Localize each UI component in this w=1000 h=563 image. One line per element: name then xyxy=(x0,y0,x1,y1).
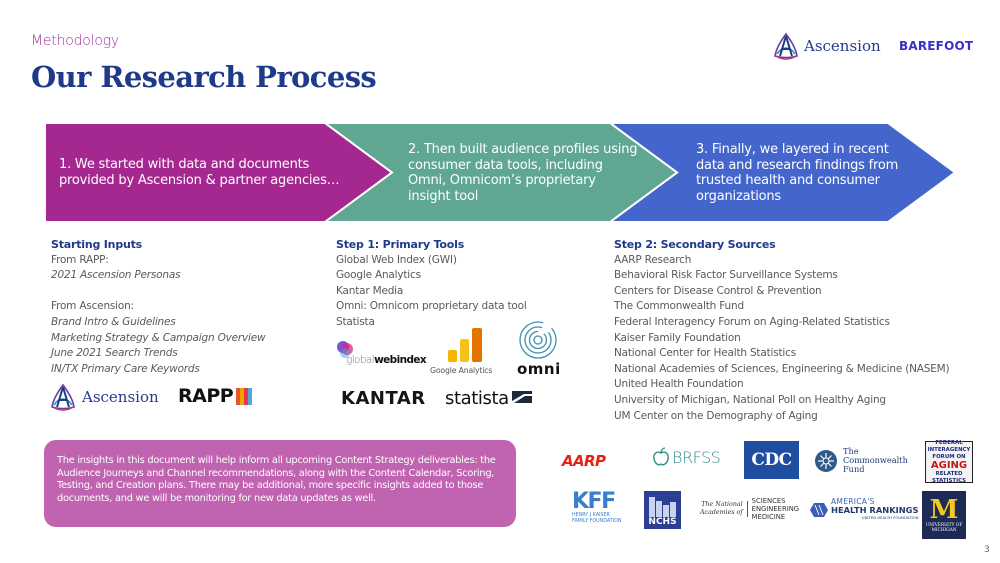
source-item: Federal Interagency Forum on Aging-Relat… xyxy=(614,315,890,328)
ascension-logo-header: Ascension xyxy=(773,32,881,60)
tool-item: Google Analytics xyxy=(336,269,421,282)
nchs-bars-icon xyxy=(648,497,676,517)
primary-tools-column: Step 1: Primary Tools Global Web Index (… xyxy=(336,237,576,331)
google-analytics-wordmark: Google Analytics xyxy=(430,366,493,375)
fifars-logo: FEDERAL INTERAGENCY FORUM ON AGING RELAT… xyxy=(925,440,973,484)
page-title: Our Research Process xyxy=(31,60,377,94)
insights-note: The insights in this document will help … xyxy=(44,440,516,527)
tool-item: Kantar Media xyxy=(336,284,404,297)
rapp-bars-icon xyxy=(236,387,253,405)
commonwealth-wordmark: The Commonwealth Fund xyxy=(843,446,908,474)
barefoot-logo: BAREFOOT xyxy=(899,39,974,53)
kff-wordmark: KFF xyxy=(572,489,616,514)
tool-item: Statista xyxy=(336,315,375,328)
input-item: 2021 Ascension Personas xyxy=(51,269,181,282)
gwi-wordmark: globalwebindex xyxy=(346,354,427,366)
source-item: University of Michigan, National Poll on… xyxy=(614,393,886,406)
ascension-wordmark: Ascension xyxy=(82,388,159,406)
source-item: United Health Foundation xyxy=(614,378,744,391)
rapp-logo: RAPP xyxy=(178,385,253,407)
nchs-wordmark: NCHS xyxy=(648,517,677,527)
gwi-circles-icon xyxy=(337,341,353,358)
brfss-apple-icon xyxy=(653,447,669,466)
aarp-logo: AARP xyxy=(562,452,606,470)
ascension-logo: Ascension xyxy=(50,382,159,412)
omni-wordmark: omni xyxy=(517,360,561,378)
ahr-hex-icon xyxy=(810,503,828,517)
secondary-sources-column: Step 2: Secondary Sources AARP Research … xyxy=(614,237,974,424)
statista-mark-icon xyxy=(511,391,532,406)
starting-inputs-column: Starting Inputs From RAPP: 2021 Ascensio… xyxy=(51,237,321,377)
brfss-wordmark: BRFSS xyxy=(672,447,721,467)
omni-logo: omni xyxy=(515,320,560,380)
source-item: AARP Research xyxy=(614,253,692,266)
step-2-label: 2. Then built audience profiles using co… xyxy=(408,142,638,204)
tool-item: Omni: Omnicom proprietary data tool xyxy=(336,300,527,313)
statista-logo: statista xyxy=(445,388,532,409)
tool-item: Global Web Index (GWI) xyxy=(336,253,457,266)
cdc-logo: CDC xyxy=(744,441,799,479)
input-item: Marketing Strategy & Campaign Overview xyxy=(51,331,266,344)
primary-tools-heading: Step 1: Primary Tools xyxy=(336,238,465,251)
google-analytics-bars-icon xyxy=(448,328,482,362)
input-source: From Ascension: xyxy=(51,300,134,313)
source-item: The Commonwealth Fund xyxy=(614,300,744,313)
cdc-wordmark: CDC xyxy=(751,450,792,470)
source-item: National Center for Health Statistics xyxy=(614,347,796,360)
omni-rings-icon xyxy=(519,321,557,359)
secondary-sources-heading: Step 2: Secondary Sources xyxy=(614,238,776,251)
source-item: Kaiser Family Foundation xyxy=(614,331,741,344)
source-item: UM Center on the Demography of Aging xyxy=(614,409,818,422)
nasem-logo: The National Academies of SCIENCES ENGIN… xyxy=(700,497,800,521)
ascension-trinity-icon xyxy=(51,383,75,411)
source-item: National Academies of Sciences, Engineer… xyxy=(614,362,950,375)
process-chevrons xyxy=(44,122,957,223)
kff-logo: KFF HENRY J KAISER FAMILY FOUNDATION xyxy=(572,489,622,524)
input-item: June 2021 Search Trends xyxy=(51,347,178,360)
section-eyebrow: Methodology xyxy=(31,33,120,49)
input-item: Brand Intro & Guidelines xyxy=(51,315,176,328)
ascension-trinity-icon xyxy=(774,32,798,60)
step-1-label: 1. We started with data and documents pr… xyxy=(59,157,340,188)
nchs-logo: NCHS xyxy=(644,491,681,529)
step-2-chevron xyxy=(321,122,679,223)
americas-health-rankings-logo: AMERICA'S HEALTH RANKINGS UNITED HEALTH … xyxy=(810,498,918,522)
ascension-wordmark: Ascension xyxy=(804,37,881,55)
statista-wordmark: statista xyxy=(445,388,509,409)
globalwebindex-logo: globalwebindex xyxy=(336,340,427,370)
step-3-label: 3. Finally, we layered in recent data an… xyxy=(696,142,899,204)
google-analytics-logo: Google Analytics xyxy=(430,328,502,378)
page-number: 3 xyxy=(984,545,990,555)
university-of-michigan-logo: M UNIVERSITY OF MICHIGAN xyxy=(922,491,966,539)
source-item: Behavioral Risk Factor Surveillance Syst… xyxy=(614,269,838,282)
source-item: Centers for Disease Control & Prevention xyxy=(614,284,822,297)
commonwealth-snowflake-icon xyxy=(815,449,837,472)
rapp-wordmark: RAPP xyxy=(178,385,234,407)
kantar-logo: KANTAR xyxy=(341,388,426,409)
input-source: From RAPP: xyxy=(51,253,109,266)
input-item: IN/TX Primary Care Keywords xyxy=(51,362,200,375)
brfss-logo: BRFSS xyxy=(652,447,721,467)
starting-inputs-heading: Starting Inputs xyxy=(51,238,143,251)
commonwealth-fund-logo: The Commonwealth Fund xyxy=(814,447,908,474)
